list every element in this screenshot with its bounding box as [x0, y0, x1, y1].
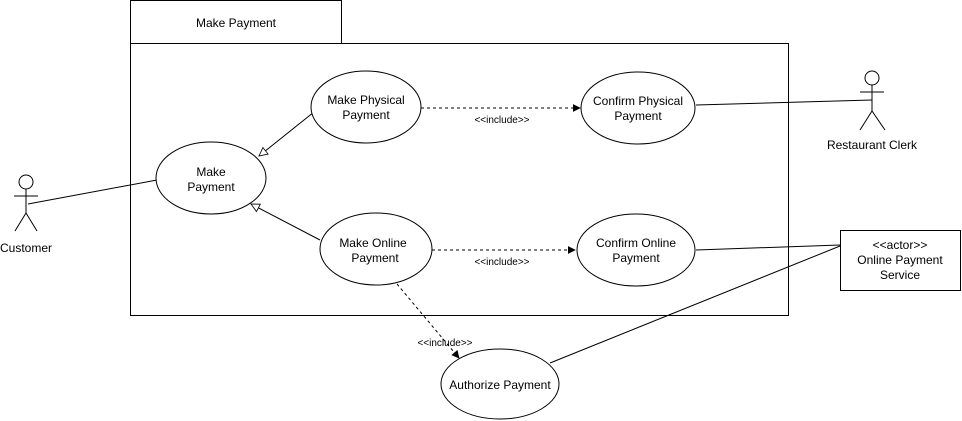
- use-case-label-line2: Payment: [351, 251, 399, 265]
- use-case-ellipse: [580, 71, 696, 145]
- use-case-ellipse: [319, 212, 433, 286]
- stick-figure-leg-right: [871, 110, 886, 131]
- actor-online-payment-service[interactable]: <<actor>> Online Payment Service: [840, 230, 961, 291]
- association-customer-make-payment: [27, 179, 158, 205]
- actor-label-line2: Service: [880, 268, 920, 282]
- use-case-ellipse: [576, 213, 696, 287]
- use-case-confirm-physical-payment[interactable]: Confirm Physical Payment: [580, 71, 696, 145]
- use-case-make-physical-payment[interactable]: Make Physical Payment: [310, 70, 422, 144]
- include-arrow-authorize: [396, 283, 460, 359]
- use-case-authorize-payment[interactable]: Authorize Payment: [440, 348, 560, 420]
- use-case-label-line1: Confirm Physical: [593, 94, 683, 108]
- association-clerk-confirm-physical: [695, 99, 873, 106]
- association-authorize-service: [549, 245, 841, 364]
- use-case-label-line1: Make Online: [339, 236, 407, 250]
- package-tab: [130, 0, 342, 44]
- stick-figure-leg-left: [859, 110, 873, 131]
- use-case-label-line2: Payment: [342, 108, 390, 122]
- association-confirm-online-service: [695, 244, 841, 251]
- include-relations: [396, 104, 581, 359]
- use-case-ellipse: [310, 70, 422, 144]
- use-case-ellipse: [155, 141, 267, 215]
- include-label-authorize: <<include>>: [417, 338, 472, 349]
- stick-figure-leg-left: [14, 212, 27, 232]
- generalization-online-to-make: [251, 203, 321, 241]
- actor-customer-label: Customer: [0, 241, 52, 255]
- include-label-online: <<include>>: [474, 257, 529, 268]
- actor-restaurant-clerk[interactable]: [859, 70, 886, 131]
- use-case-label-line2: Payment: [612, 251, 660, 265]
- actor-stereotype: <<actor>>: [873, 238, 928, 252]
- use-case-make-online-payment[interactable]: Make Online Payment: [319, 212, 433, 286]
- use-case-label-line1: Confirm Online: [596, 236, 676, 250]
- use-case-label-line2: Payment: [614, 109, 662, 123]
- use-case-ellipse: [440, 348, 560, 420]
- associations: [27, 99, 873, 364]
- actor-customer[interactable]: [14, 174, 38, 232]
- use-case-make-payment[interactable]: Make Payment: [155, 141, 267, 215]
- actor-label-line1: Online Payment: [857, 253, 943, 267]
- generalization-physical-to-make: [259, 111, 315, 156]
- stick-figure-head-icon: [18, 174, 34, 190]
- use-case-confirm-online-payment[interactable]: Confirm Online Payment: [576, 213, 696, 287]
- stick-figure-leg-right: [25, 212, 38, 232]
- use-case-label: Authorize Payment: [449, 378, 551, 392]
- use-case-label-line1: Make Physical: [327, 93, 404, 107]
- package-tab-label: Make Payment: [196, 16, 277, 30]
- actor-restaurant-clerk-label: Restaurant Clerk: [827, 138, 918, 152]
- generalizations: [251, 111, 321, 241]
- use-case-label-line2: Payment: [187, 180, 235, 194]
- use-case-label-line1: Make: [196, 165, 226, 179]
- actor-box: [840, 230, 961, 291]
- include-label-physical: <<include>>: [474, 115, 529, 126]
- stick-figure-head-icon: [864, 70, 880, 86]
